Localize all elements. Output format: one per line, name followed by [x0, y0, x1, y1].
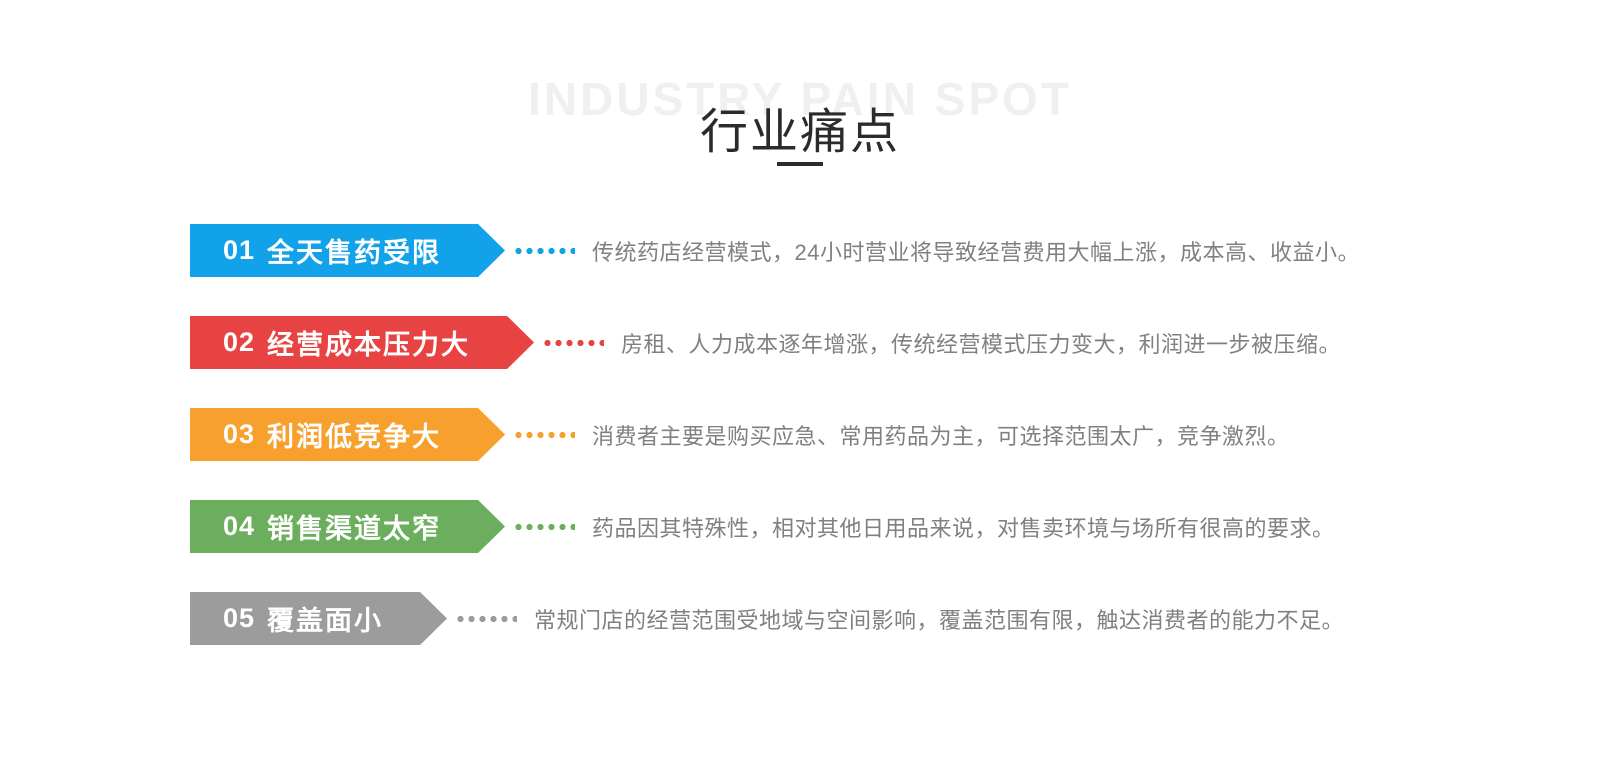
pain-point-row: 02 经营成本压力大 房租、人力成本逐年增涨，传统经营模式压力变大，利润进一步被…: [190, 316, 1600, 369]
banner-number: 04: [223, 511, 256, 541]
banner-number: 03: [223, 419, 256, 449]
banner-number: 02: [223, 327, 256, 357]
pain-point-row: 04 销售渠道太窄 药品因其特殊性，相对其他日用品来说，对售卖环境与场所有很高的…: [190, 500, 1600, 553]
pain-point-list: 01 全天售药受限 传统药店经营模式，24小时营业将导致经营费用大幅上涨，成本高…: [190, 224, 1600, 684]
dotted-leader: [542, 338, 605, 347]
page-title: 行业痛点: [699, 106, 900, 159]
pain-point-description: 消费者主要是购买应急、常用药品为主，可选择范围太广，竞争激烈。: [592, 423, 1290, 449]
watermark-text: INDUSTRY PAIN SPOT: [528, 73, 1072, 125]
pain-point-description: 传统药店经营模式，24小时营业将导致经营费用大幅上涨，成本高、收益小。: [592, 239, 1361, 265]
pain-point-row: 05 覆盖面小 常规门店的经营范围受地域与空间影响，覆盖范围有限，触达消费者的能…: [190, 592, 1600, 645]
pain-point-description: 常规门店的经营范围受地域与空间影响，覆盖范围有限，触达消费者的能力不足。: [534, 607, 1345, 633]
dotted-leader: [513, 246, 576, 255]
banner-label: 利润低竞争大: [267, 422, 442, 452]
dotted-leader: [513, 430, 576, 439]
dotted-leader: [455, 614, 518, 623]
pain-point-description: 房租、人力成本逐年增涨，传统经营模式压力变大，利润进一步被压缩。: [621, 331, 1342, 357]
banner-label: 经营成本压力大: [267, 330, 471, 360]
banner-label: 全天售药受限: [267, 238, 442, 268]
banner-label: 销售渠道太窄: [267, 514, 442, 544]
pain-point-banner: 03 利润低竞争大: [190, 408, 505, 461]
dotted-leader: [513, 522, 576, 531]
banner-number: 01: [223, 235, 256, 265]
pain-point-banner: 01 全天售药受限: [190, 224, 505, 277]
banner-number: 05: [223, 603, 256, 633]
pain-point-banner: 05 覆盖面小: [190, 592, 447, 645]
title-underline: [777, 162, 823, 166]
pain-point-row: 01 全天售药受限 传统药店经营模式，24小时营业将导致经营费用大幅上涨，成本高…: [190, 224, 1600, 277]
banner-label: 覆盖面小: [267, 606, 384, 636]
pain-point-banner: 02 经营成本压力大: [190, 316, 534, 369]
pain-point-banner: 04 销售渠道太窄: [190, 500, 505, 553]
pain-point-description: 药品因其特殊性，相对其他日用品来说，对售卖环境与场所有很高的要求。: [592, 515, 1335, 541]
pain-point-row: 03 利润低竞争大 消费者主要是购买应急、常用药品为主，可选择范围太广，竞争激烈…: [190, 408, 1600, 461]
